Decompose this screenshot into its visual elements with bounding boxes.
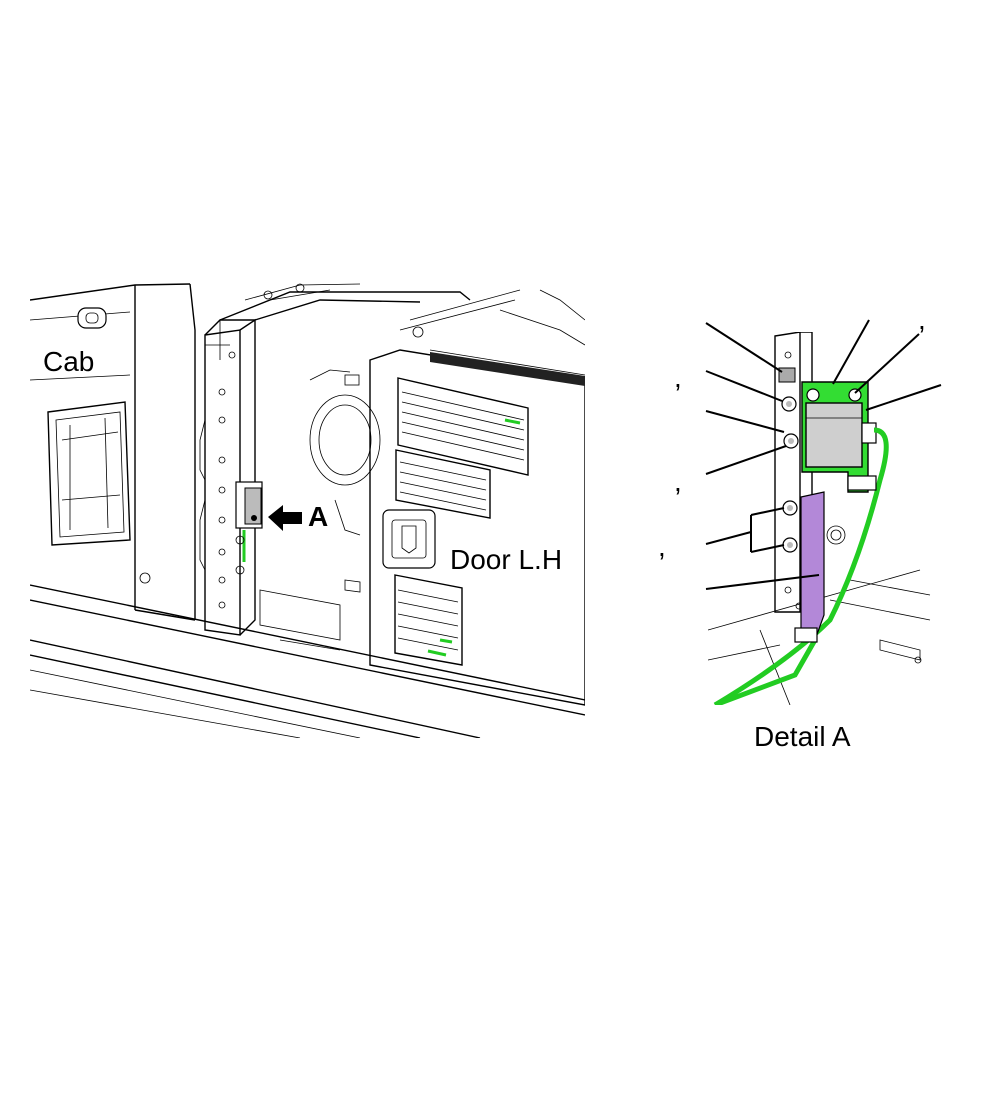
arrow-a-icon: [268, 505, 302, 531]
comma-4: ,: [918, 304, 926, 335]
sensor-block: [805, 402, 863, 468]
floor-rails: [30, 584, 585, 738]
ground-wire: [713, 427, 889, 705]
cab-body: [30, 283, 196, 621]
sensor-location: [235, 481, 263, 575]
cab-handle: [77, 307, 107, 329]
label-cab: Cab: [43, 346, 94, 377]
comma-2: ,: [674, 466, 682, 497]
engine-parts: [259, 289, 585, 651]
label-arrow-a: A: [308, 501, 328, 532]
label-plate: [778, 367, 796, 383]
cab-window: [47, 401, 131, 546]
frame-post: [199, 283, 521, 636]
comma-3: ,: [658, 531, 666, 562]
detail-a-title: Detail A: [754, 721, 851, 752]
door-panel: [369, 349, 585, 706]
comma-1: ,: [674, 362, 682, 393]
leader-lines: [705, 319, 942, 590]
overview-illustration: [30, 283, 585, 738]
door-latch: [382, 509, 436, 569]
label-door-lh: Door L.H: [450, 544, 562, 575]
purple-protector: [800, 491, 825, 641]
detail-a-illustration: [705, 319, 942, 705]
